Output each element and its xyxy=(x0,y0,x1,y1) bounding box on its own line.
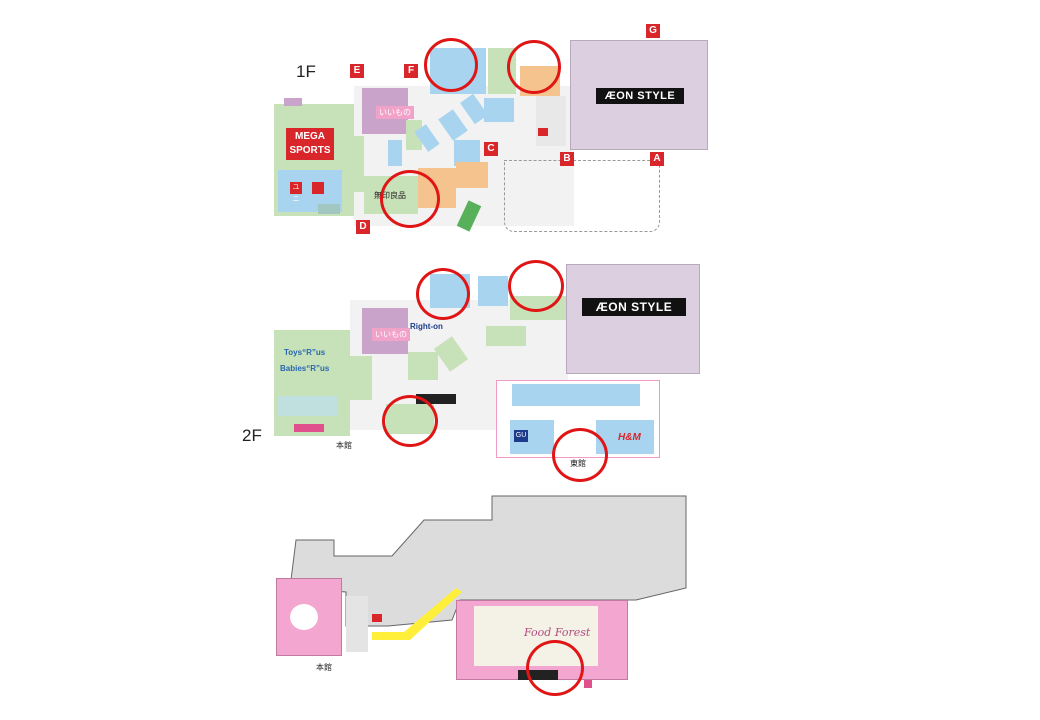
highlight-circle xyxy=(416,268,470,320)
mega-line2: SPORTS xyxy=(289,145,331,156)
uniqlo-logo-2 xyxy=(312,182,324,194)
yellow-walkway xyxy=(372,588,462,640)
aeon-style-2f-sign: ÆON STYLE xyxy=(582,298,686,316)
floor-2f-label: 2F xyxy=(242,426,262,445)
entrance-c-marker[interactable]: C xyxy=(484,142,498,156)
shop-block xyxy=(388,140,402,166)
small-shop xyxy=(318,204,340,214)
mega-sports-logo: MEGA SPORTS xyxy=(286,128,334,160)
shop-block xyxy=(406,120,422,150)
aeon-style-2f-area[interactable] xyxy=(566,264,700,374)
parking-outline-1f xyxy=(504,160,660,232)
toysrus-logo: Toys“R”us xyxy=(284,348,326,357)
entrance-f-marker[interactable]: F xyxy=(404,64,418,78)
hm-logo: H&M xyxy=(618,432,641,443)
small-shop xyxy=(284,98,302,106)
entrance-e-marker[interactable]: E xyxy=(350,64,364,78)
right-on-logo: Right-on xyxy=(410,322,443,331)
shop-block xyxy=(478,276,508,306)
highlight-circle xyxy=(382,395,438,447)
shop-block xyxy=(346,596,368,652)
highlight-circle xyxy=(507,40,561,94)
shop-block xyxy=(454,140,480,166)
small-red-shop xyxy=(538,128,548,136)
shop-block xyxy=(536,96,566,146)
entrance-a-marker[interactable]: A xyxy=(650,152,664,166)
honkan-label-3f: 本館 xyxy=(316,663,332,672)
green-shop xyxy=(408,352,438,380)
highlight-circle xyxy=(526,640,584,696)
entrance-b-marker[interactable]: B xyxy=(560,152,574,166)
black-sign xyxy=(416,394,456,404)
green-shop xyxy=(486,326,526,346)
gu-logo: GU xyxy=(514,430,528,442)
food-forest-logo: Food Forest xyxy=(524,626,591,639)
shop-block xyxy=(278,396,338,416)
red-marker xyxy=(372,614,382,622)
highlight-circle xyxy=(552,428,608,482)
orange-shop xyxy=(456,162,488,188)
shop-block xyxy=(484,98,514,122)
mega-line1: MEGA xyxy=(295,131,325,142)
pink-marker xyxy=(584,680,592,688)
highlight-circle xyxy=(424,38,478,92)
entrance-d-marker[interactable]: D xyxy=(356,220,370,234)
green-shop-strip xyxy=(354,136,364,192)
toy-logo xyxy=(290,604,318,630)
honkan-label-2f: 本館 xyxy=(336,441,352,450)
entrance-g-marker[interactable]: G xyxy=(646,24,660,38)
green-shop xyxy=(350,356,372,400)
purple-shop-sign: いいもの xyxy=(376,106,414,119)
aeon-style-1f-sign: ÆON STYLE xyxy=(596,88,684,104)
highlight-circle xyxy=(380,170,440,228)
babiesrus-logo: Babies“R”us xyxy=(280,364,330,373)
purple-shop-sign-2f: いいもの xyxy=(372,328,410,341)
shop-row xyxy=(512,384,640,406)
uniqlo-logo: ユニ xyxy=(290,182,302,203)
pink-strip xyxy=(294,424,324,432)
floor-1f-label: 1F xyxy=(296,62,316,81)
highlight-circle xyxy=(508,260,564,312)
toysrus-area[interactable] xyxy=(274,330,350,436)
